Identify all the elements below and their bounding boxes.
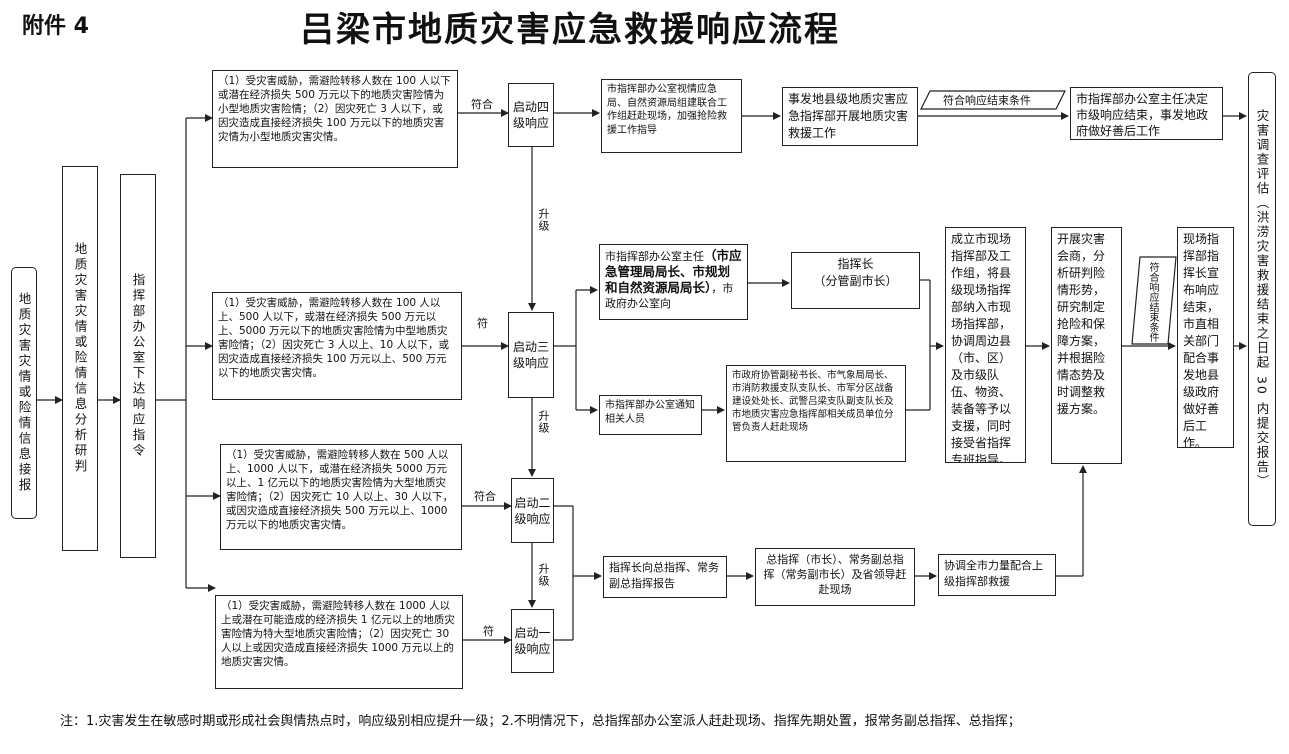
end-condition-v-shape bbox=[1131, 256, 1177, 345]
label-upgrade-3: 升级 bbox=[537, 563, 550, 587]
end-condition-shape bbox=[920, 90, 1066, 110]
end-box: 市指挥部办公室主任决定市级响应结束，事发地政府做好善后工作 bbox=[1070, 87, 1223, 140]
coordinate-box: 协调全市力量配合上级指挥部救援 bbox=[938, 554, 1056, 596]
condition-xlarge: （1）受灾害威胁，需避险转移人数在 1000 人以上或潜在可能造成的经济损失 1… bbox=[215, 595, 463, 689]
director-bold: （市应急管理局局长、市规划和自然资源局局长） bbox=[605, 248, 742, 295]
end-condition-v-label: 符合响应结束条件 bbox=[1147, 262, 1158, 342]
finish-box: 现场指挥部指挥长宣布响应结束，市直相关部门配合事发地县级政府做好善后工作。 bbox=[1177, 227, 1234, 448]
command-box: 指挥部办公室下达响应指令 bbox=[120, 174, 156, 558]
commander-title: 指挥长 bbox=[837, 257, 874, 271]
commander-box: 指挥长 （分管副市长） bbox=[791, 252, 920, 309]
analysis-text: 地质灾害灾情或险情信息分析研判 bbox=[72, 242, 88, 475]
notify-box: 市指挥部办公室通知相关人员 bbox=[599, 395, 702, 435]
report-text: 地质灾害灾情或险情信息接报 bbox=[16, 292, 32, 494]
level-4-box: 启动四级响应 bbox=[508, 83, 554, 147]
report-up-box: 指挥长向总指挥、常务副总指挥报告 bbox=[603, 556, 727, 598]
consult-box: 开展灾害会商，分析研判险情形势，研究制定抢险和保障方案，并根据险情态势及时调整救… bbox=[1051, 227, 1122, 464]
director-post: ，市政府办公室向 bbox=[605, 282, 734, 310]
members-box: 市政府协管副秘书长、市气象局局长、市消防救援支队支队长、市军分区战备建设处处长、… bbox=[726, 365, 906, 462]
director-box: 市指挥部办公室主任（市应急管理局局长、市规划和自然资源局局长），市政府办公室向 bbox=[599, 244, 748, 320]
level-3-box: 启动三级响应 bbox=[508, 312, 554, 398]
analysis-box: 地质灾害灾情或险情信息分析研判 bbox=[62, 166, 98, 551]
label-match-3: 符合 bbox=[474, 490, 496, 503]
condition-large: （1）受灾害威胁，需避险转移人数在 500 人以上、1000 人以下，或潜在经济… bbox=[220, 444, 462, 550]
level-2-box: 启动二级响应 bbox=[511, 478, 554, 543]
end-condition-label: 符合响应结束条件 bbox=[943, 94, 1031, 107]
label-match-4: 符 bbox=[483, 625, 494, 638]
county-box: 事发地县级地质灾害应急指挥部开展地质灾害救援工作 bbox=[782, 87, 918, 146]
investigation-box: 灾害调查评估（洪涝灾害救援结束之日起 30 内提交报告） bbox=[1248, 72, 1276, 526]
report-box: 地质灾害灾情或险情信息接报 bbox=[11, 267, 37, 519]
condition-medium: （1）受灾害威胁，需避险转移人数在 100 人以上、500 人以下，或潜在经济损… bbox=[212, 292, 462, 400]
footnote: 注：1.灾害发生在敏感时期或形成社会舆情热点时，响应级别相应提升一级；2.不明情… bbox=[60, 714, 1021, 729]
label-match-2: 符 bbox=[477, 317, 488, 330]
label-upgrade-2: 升级 bbox=[537, 410, 550, 434]
attachment-label: 附件 4 bbox=[22, 14, 89, 39]
label-upgrade-1: 升级 bbox=[537, 208, 550, 232]
label-match-1: 符合 bbox=[471, 98, 493, 111]
page-title: 吕梁市地质灾害应急救援响应流程 bbox=[300, 10, 840, 50]
onsite-box: 成立市现场指挥部及工作组，将县级现场指挥部纳入市现场指挥部，协调周边县（市、区）… bbox=[945, 227, 1026, 463]
condition-small: （1）受灾害威胁，需避险转移人数在 100 人以下或潜在经济损失 500 万元以… bbox=[212, 70, 458, 168]
investigation-text: 灾害调查评估（洪涝灾害救援结束之日起 30 内提交报告） bbox=[1254, 109, 1270, 489]
level-1-box: 启动一级响应 bbox=[511, 609, 554, 673]
commander-sub: （分管副市长） bbox=[813, 274, 898, 288]
guide-box: 市指挥部办公室视情应急局、自然资源局组建联合工作组赶赴现场，加强抢险救援工作指导 bbox=[601, 79, 742, 153]
director-pre: 市指挥部办公室主任 bbox=[605, 250, 704, 263]
chief-box: 总指挥（市长）、常务副总指挥（常务副市长）及省领导赶赴现场 bbox=[755, 548, 915, 606]
command-text: 指挥部办公室下达响应指令 bbox=[130, 273, 146, 459]
